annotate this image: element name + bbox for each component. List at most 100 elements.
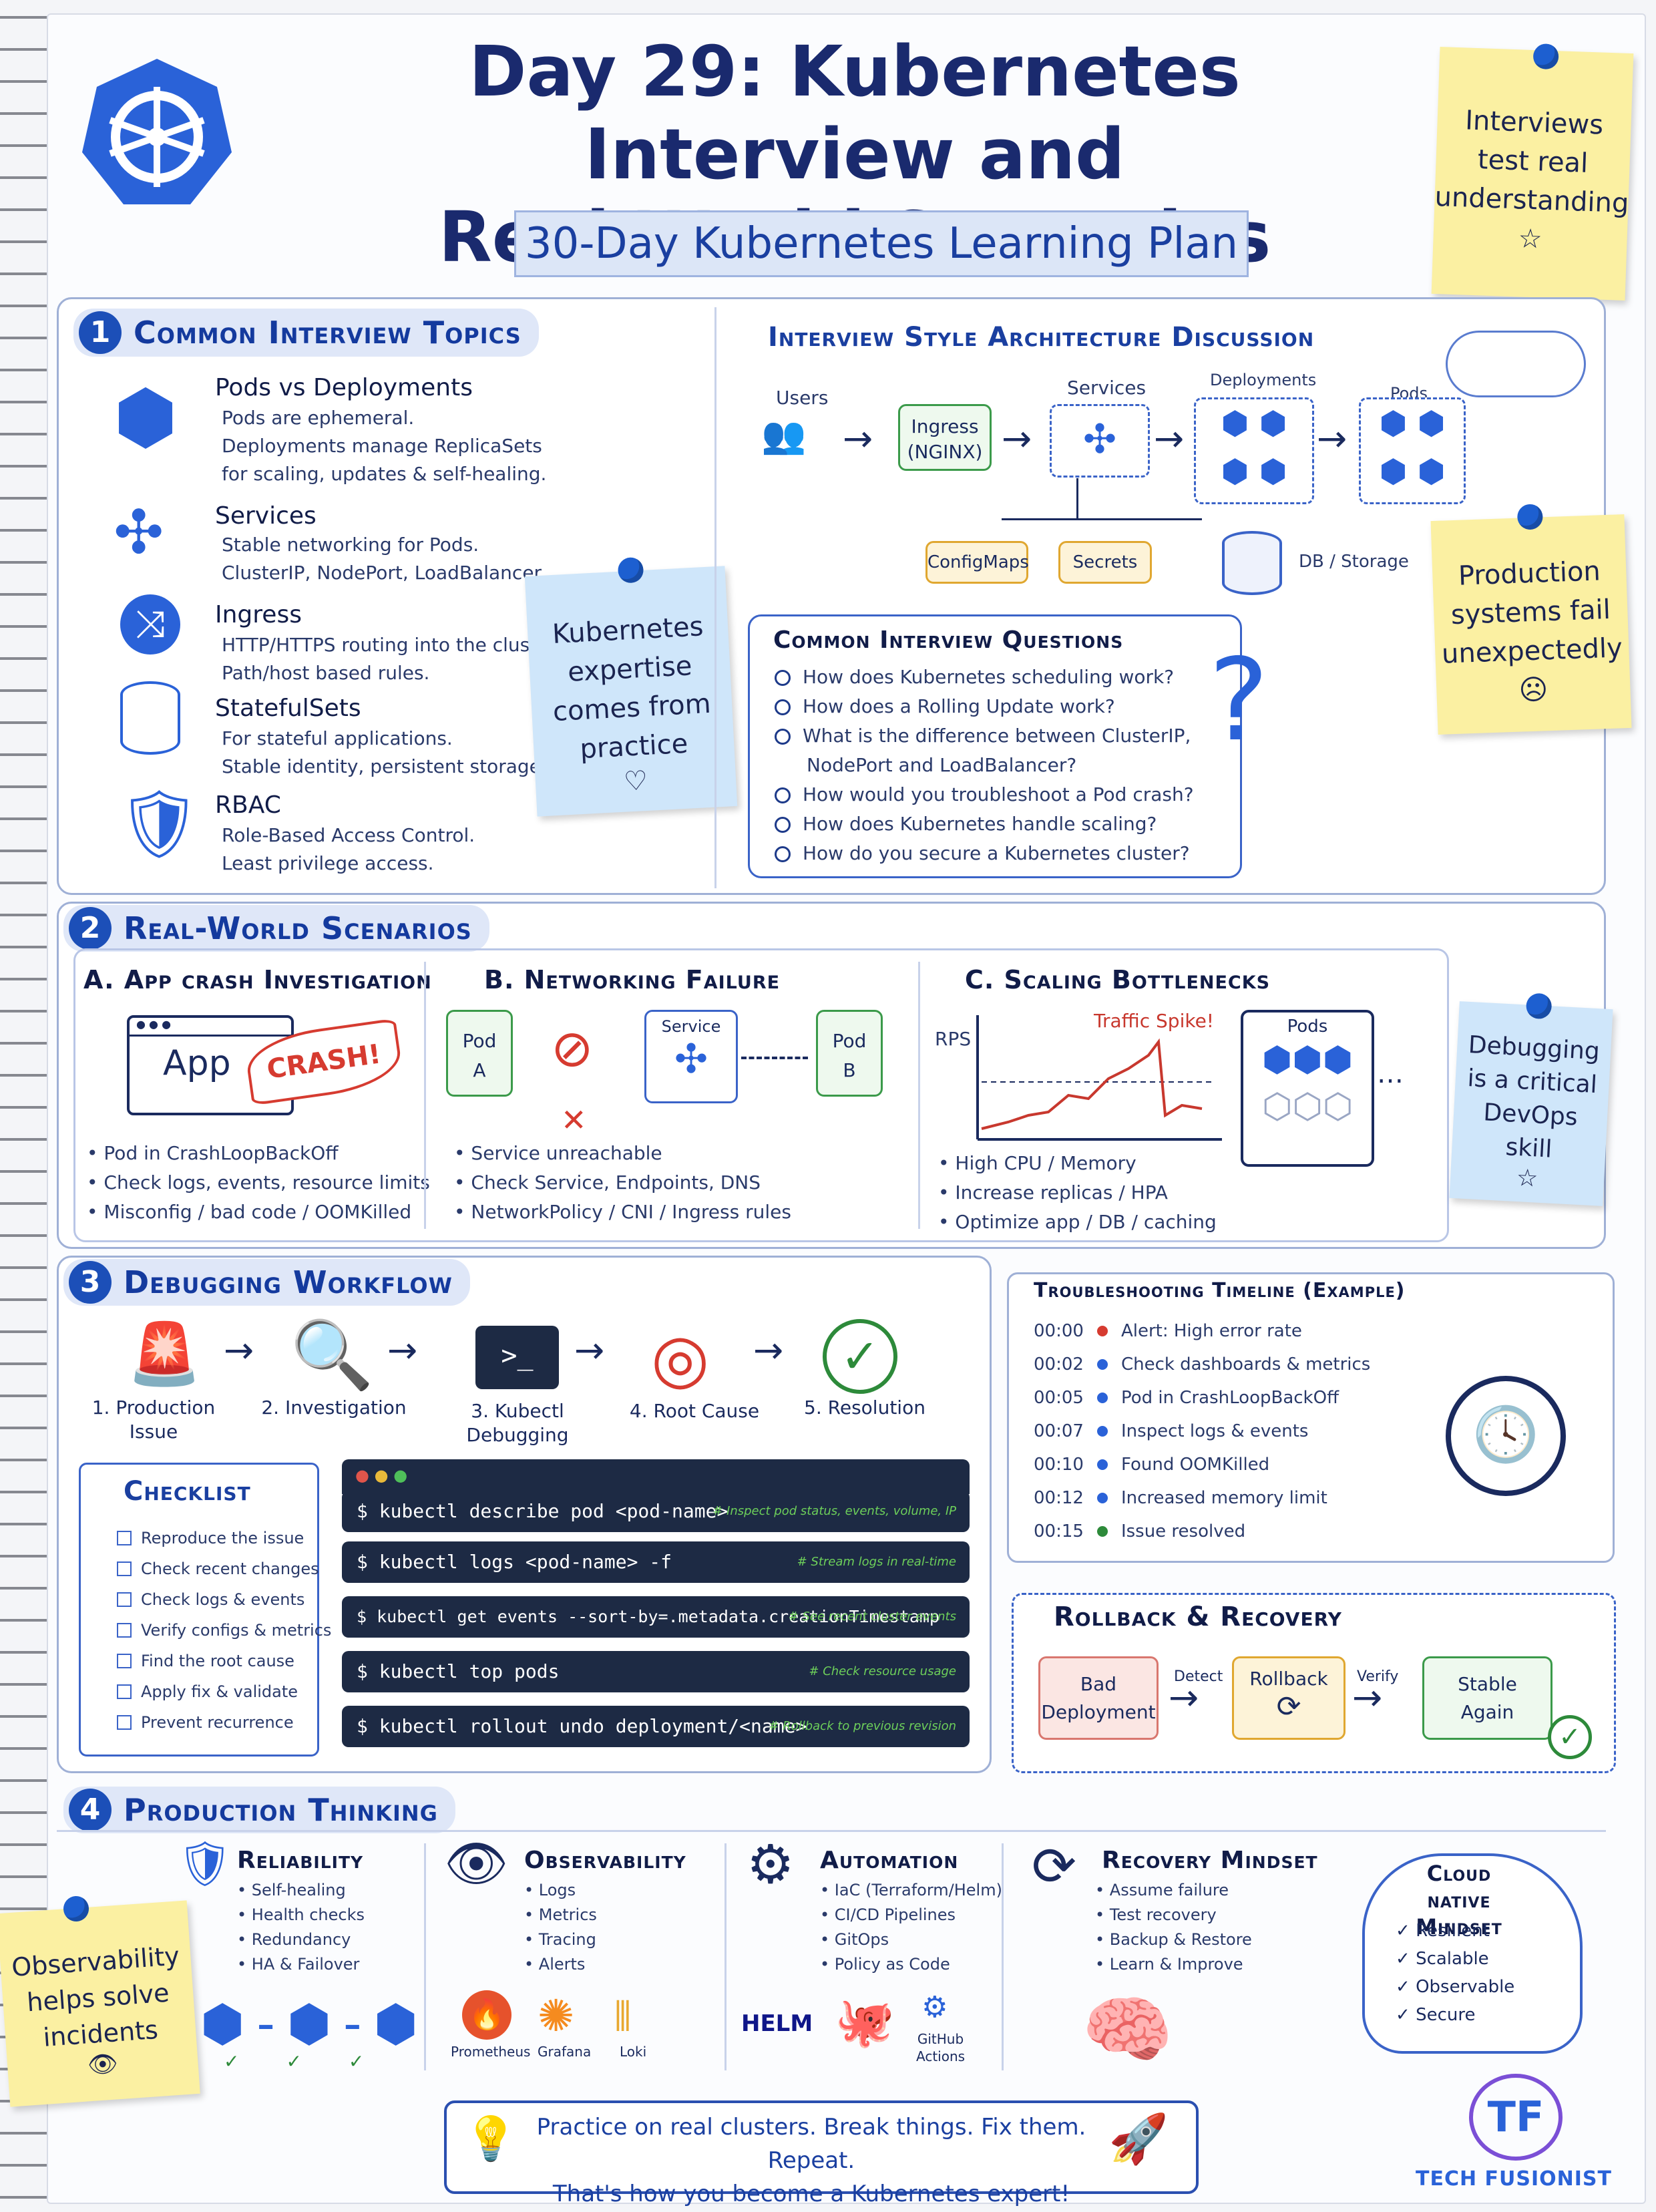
checkbox[interactable]: [117, 1561, 132, 1576]
circle-icon: [775, 817, 791, 833]
topic-title: RBAC: [215, 791, 281, 819]
section-3-number: 3: [69, 1261, 112, 1304]
list-item: • Health checks: [237, 1905, 365, 1924]
services-label: Services: [1067, 377, 1147, 399]
checkbox[interactable]: [117, 1623, 132, 1638]
arrow-icon: →: [1317, 417, 1348, 459]
topic-title: Services: [215, 502, 317, 530]
questions-panel: [748, 614, 1242, 878]
checklist-title: Checklist: [124, 1476, 251, 1507]
command-line: $ kubectl get events --sort-by=.metadata…: [342, 1596, 970, 1638]
divider: [724, 1843, 727, 2070]
refresh-icon: ⟳: [1276, 1690, 1301, 1724]
circle-icon: [775, 670, 791, 686]
verify-label: Verify: [1357, 1668, 1399, 1685]
arrow-icon: →: [1352, 1676, 1383, 1718]
eye-icon: 👁: [444, 1833, 509, 1893]
list-item: • Logs: [524, 1881, 576, 1899]
pod-cubes-icon: ⬢⬢⬢: [1261, 1040, 1354, 1080]
checklist-items: Reproduce the issue Check recent changes…: [117, 1523, 331, 1738]
traffic-chart: [975, 1015, 1222, 1142]
arrow-icon: →: [574, 1329, 605, 1371]
rps-label: RPS: [935, 1028, 972, 1050]
list-item: • Check Service, Endpoints, DNS: [454, 1171, 761, 1193]
target-icon: ◎: [651, 1319, 710, 1397]
deployments-box: ⬢ ⬢⬢ ⬢: [1194, 397, 1314, 504]
checklist-item[interactable]: Check logs & events: [117, 1584, 331, 1615]
check-circle-icon: ✓: [823, 1319, 897, 1394]
scenario-a-title: A. App crash Investigation: [83, 965, 432, 994]
section-4-header: Production Thinking: [63, 1787, 455, 1833]
traffic-spike-label: Traffic Spike!: [1094, 1010, 1215, 1032]
observability-list: • Logs• Metrics• Tracing• Alerts: [524, 1878, 597, 1977]
helm-logo: HELM: [741, 2010, 813, 2037]
topic-desc: HTTP/HTTPS routing into the cluster.Path…: [222, 634, 561, 684]
checkbox[interactable]: [117, 1715, 132, 1730]
arrow-icon: →: [1154, 417, 1185, 459]
list-item: • Optimize app / DB / caching: [938, 1211, 1217, 1233]
command-line: $ kubectl describe pod <pod-name># Inspe…: [342, 1491, 970, 1532]
list-item: • Learn & Improve: [1095, 1955, 1243, 1974]
gear-icon: ⚙: [747, 1833, 795, 1895]
topic-desc: For stateful applications.Stable identit…: [222, 727, 547, 777]
questions-list: How does Kubernetes scheduling work? How…: [775, 663, 1194, 868]
loki-label: Loki: [620, 2044, 647, 2060]
command-line: $ kubectl top pods# Check resource usage: [342, 1651, 970, 1692]
list-item: • Policy as Code: [820, 1955, 950, 1974]
arrow-icon: →: [1169, 1676, 1199, 1718]
connector-line: [1002, 518, 1202, 520]
checklist-item[interactable]: Reproduce the issue: [117, 1523, 331, 1553]
section-1-number: 1: [79, 311, 122, 354]
routing-arrows-icon: ⤨: [120, 594, 180, 655]
topic-desc: Stable networking for Pods.ClusterIP, No…: [222, 534, 546, 584]
list-item: • Redundancy: [237, 1930, 351, 1949]
topic-desc: Role-Based Access Control.Least privileg…: [222, 824, 475, 874]
list-item: • CI/CD Pipelines: [820, 1905, 956, 1924]
section-1-header: Common Interview Topics: [73, 309, 539, 357]
list-item: • Tracing: [524, 1930, 596, 1949]
network-nodes-icon: ✣: [114, 498, 164, 568]
checkbox[interactable]: [117, 1654, 132, 1668]
loki-icon: ⫴: [614, 1994, 632, 2040]
rollback-box: Rollback⟳: [1232, 1656, 1346, 1740]
cloud-doodle: [1446, 331, 1586, 397]
divider: [714, 307, 716, 888]
github-actions-icon: ⚙: [921, 1990, 948, 2024]
service-box: Service✣: [644, 1010, 738, 1103]
detect-label: Detect: [1174, 1668, 1223, 1685]
terminal-icon: >_: [475, 1326, 559, 1389]
brain-icon: 🧠: [1082, 1987, 1173, 2072]
question-item: How does Kubernetes scheduling work?: [775, 663, 1194, 692]
checklist-item[interactable]: Apply fix & validate: [117, 1676, 331, 1707]
list-item: • Test recovery: [1095, 1905, 1217, 1924]
sad-face-icon: ☹: [1518, 673, 1549, 707]
topic-title: StatefulSets: [215, 695, 361, 722]
reliability-title: Reliability: [237, 1847, 364, 1874]
checklist-item[interactable]: Verify configs & metrics: [117, 1615, 331, 1646]
checkbox[interactable]: [117, 1592, 132, 1607]
scenario-c-bullets: • High CPU / Memory • Increase replicas …: [938, 1149, 1217, 1237]
architecture-title: Interview Style Architecture Discussion: [768, 322, 1315, 353]
argo-octopus-icon: 🐙: [835, 1994, 895, 2050]
section-2-header: Real-World Scenarios: [63, 905, 489, 952]
topic-title: Pods vs Deployments: [215, 374, 473, 401]
checklist-item[interactable]: Find the root cause: [117, 1646, 331, 1676]
footer-text: Practice on real clusters. Break things.…: [536, 2114, 1086, 2207]
topic-title: Ingress: [215, 601, 302, 628]
checklist-item[interactable]: Prevent recurrence: [117, 1707, 331, 1738]
check-marks-icon: ✓✓✓: [224, 2050, 411, 2072]
checkbox[interactable]: [117, 1684, 132, 1699]
checklist-item[interactable]: Check recent changes: [117, 1553, 331, 1584]
checkbox[interactable]: [117, 1531, 132, 1545]
list-item: • Metrics: [524, 1905, 597, 1924]
arrow-icon: →: [1002, 417, 1032, 459]
question-item: How do you secure a Kubernetes cluster?: [775, 839, 1194, 868]
prometheus-label: Prometheus: [451, 2044, 531, 2060]
